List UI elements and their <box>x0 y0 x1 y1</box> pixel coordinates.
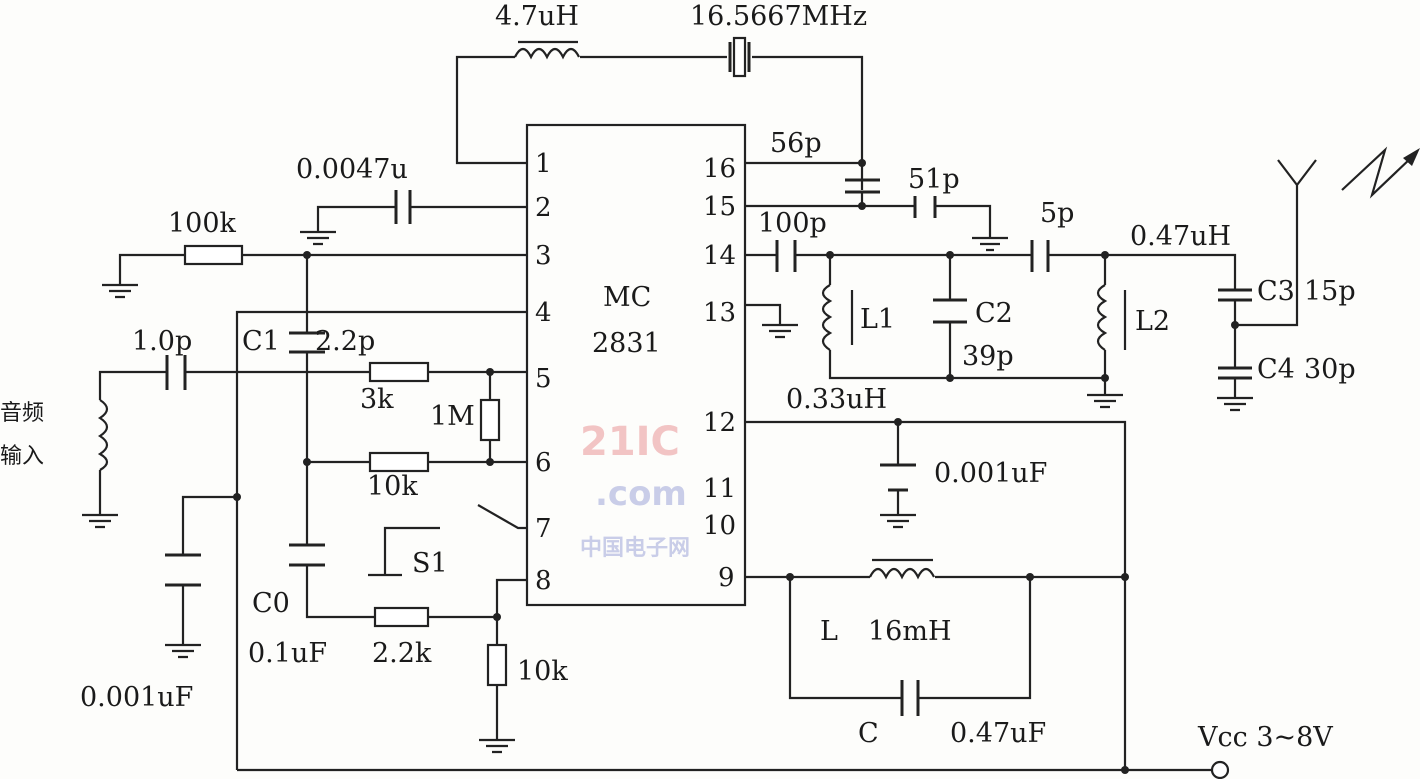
resistor-100k-label: 100k <box>168 208 237 239</box>
resistor-2-2k-label: 2.2k <box>372 638 432 669</box>
ic-name: MC <box>603 282 651 313</box>
ic-part-number: 2831 <box>592 328 661 359</box>
pin-2: 2 <box>535 193 552 223</box>
inductor-047uh-label: 0.47uH <box>1130 221 1231 252</box>
audio-input-label-2: 输入 <box>0 444 44 469</box>
pin-10: 10 <box>703 511 736 541</box>
l1-label: L1 <box>860 304 895 335</box>
c3-value: 15p <box>1304 276 1356 307</box>
cap-0001uf-left-label: 0.001uF <box>80 682 193 713</box>
resistor-10k-b-label: 10k <box>517 656 568 687</box>
l1-value: 0.33uH <box>786 384 887 415</box>
pin-11: 11 <box>703 474 736 504</box>
inductor-4-7uh-label: 4.7uH <box>495 1 579 32</box>
c4-value: 30p <box>1304 354 1356 385</box>
cap-0001uf-label: 0.001uF <box>934 458 1047 489</box>
ic-pins-left: 1 2 3 4 5 6 7 8 <box>535 149 552 596</box>
wires <box>97 36 1420 779</box>
ic-mc2831 <box>525 123 747 607</box>
audio-input-label: 音频 <box>0 401 44 426</box>
grounds <box>82 230 1253 754</box>
component-labels: 4.7uH 16.5667MHz 56p 51p 0.0047u 100k 10… <box>0 1 1356 753</box>
c1-label: C1 <box>242 326 280 357</box>
pin-5: 5 <box>535 364 552 394</box>
cap-51p-label: 51p <box>908 164 960 195</box>
inductor-l-label: L <box>820 616 838 647</box>
watermark-brand: 21IC <box>580 419 680 465</box>
pin-7: 7 <box>535 514 552 544</box>
resistor-3k-label: 3k <box>360 384 394 415</box>
resistor-10k-label: 10k <box>367 471 418 502</box>
c4-label: C4 <box>1257 354 1295 385</box>
cap-c-value: 0.47uF <box>950 718 1046 749</box>
resistor-1m-label: 1M <box>430 401 475 432</box>
c2-label: C2 <box>975 298 1013 329</box>
inductor-l-value: 16mH <box>868 616 952 647</box>
pin-15: 15 <box>703 192 736 222</box>
c0-value: 0.1uF <box>248 638 327 669</box>
c1-value: 2.2p <box>315 326 375 357</box>
pin-8: 8 <box>535 566 552 596</box>
watermark: 21IC .com 中国电子网 <box>580 419 690 561</box>
l2-label: L2 <box>1135 306 1170 337</box>
cap-0047u-label: 0.0047u <box>296 154 408 185</box>
cap-1p-label: 1.0p <box>132 326 192 357</box>
cap-56p-label: 56p <box>770 128 822 159</box>
cap-100p-label: 100p <box>758 208 827 239</box>
pin-6: 6 <box>535 448 552 478</box>
watermark-cn: 中国电子网 <box>580 536 690 561</box>
pin-1: 1 <box>535 149 552 179</box>
cap-c-label: C <box>858 718 879 749</box>
switch-s1-label: S1 <box>412 548 448 579</box>
pin-16: 16 <box>703 154 736 184</box>
pin-14: 14 <box>703 241 736 271</box>
pin-13: 13 <box>703 298 736 328</box>
junctions <box>233 159 1239 774</box>
c2-value: 39p <box>962 341 1014 372</box>
vcc-label: Vcc 3~8V <box>1197 722 1333 753</box>
ic-pins-right: 16 15 14 13 12 11 10 9 <box>703 154 736 593</box>
pin-4: 4 <box>535 298 552 328</box>
pin-3: 3 <box>535 241 552 271</box>
cap-5p-label: 5p <box>1040 198 1074 229</box>
c0-label: C0 <box>252 588 290 619</box>
pin-9: 9 <box>718 563 735 593</box>
pin-12: 12 <box>703 408 736 438</box>
crystal-label: 16.5667MHz <box>690 1 867 32</box>
c3-label: C3 <box>1257 276 1295 307</box>
watermark-site: .com <box>595 474 687 514</box>
